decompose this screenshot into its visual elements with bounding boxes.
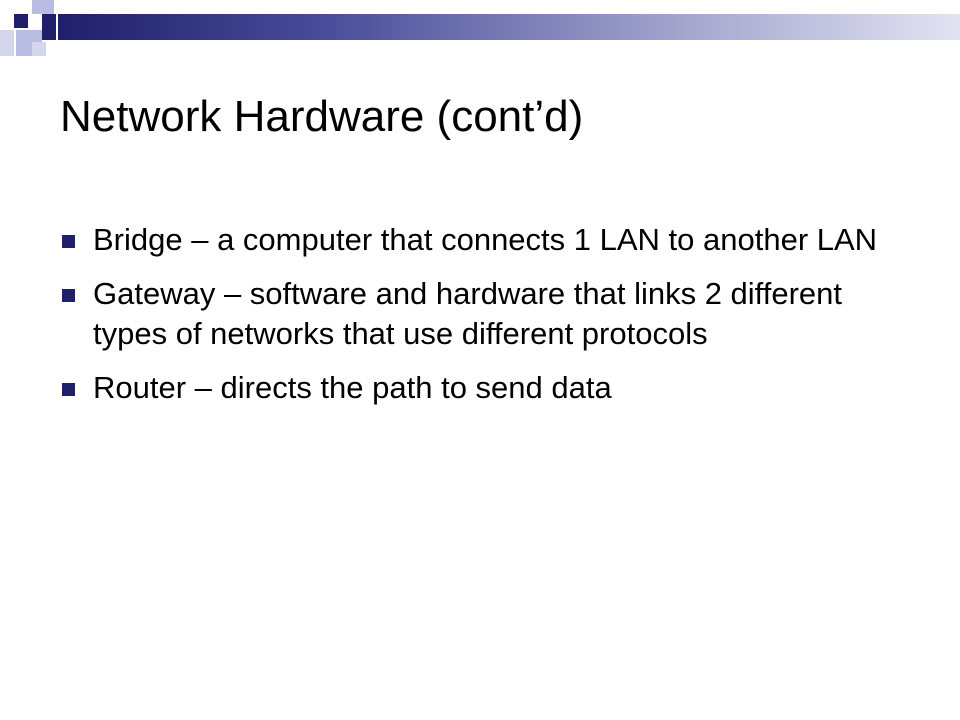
header-square-navy-large [42,14,56,40]
square-bullet-icon [62,289,75,302]
slide-title: Network Hardware (cont’d) [60,92,584,141]
header-square-light-left [0,30,14,56]
bullet-text: Bridge – a computer that connects 1 LAN … [93,222,878,257]
header-square-light-bottom [32,42,46,56]
bullet-list: Bridge – a computer that connects 1 LAN … [62,220,882,422]
bullet-text: Router – directs the path to send data [93,370,612,405]
bullet-text: Gateway – software and hardware that lin… [93,276,843,351]
bullet-item-gateway: Gateway – software and hardware that lin… [62,274,882,354]
header-gradient-bar [58,14,960,40]
square-bullet-icon [62,235,75,248]
square-bullet-icon [62,383,75,396]
header-square-navy-small [14,14,28,28]
bullet-item-router: Router – directs the path to send data [62,368,882,408]
bullet-item-bridge: Bridge – a computer that connects 1 LAN … [62,220,882,260]
header-square-lavender-top [32,0,54,14]
